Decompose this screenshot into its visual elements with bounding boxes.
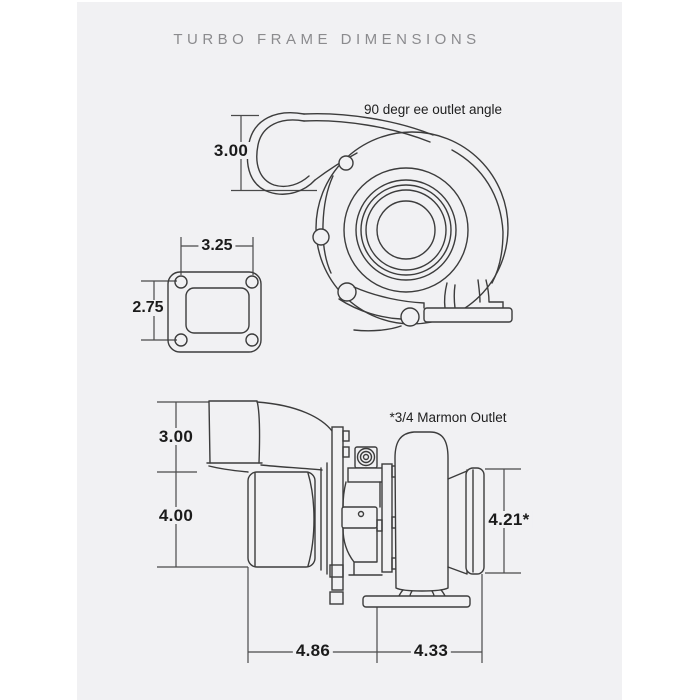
outlet-elbow-outer bbox=[246, 112, 316, 195]
dim-lengths-lines bbox=[247, 567, 483, 663]
marmon-flange bbox=[465, 467, 485, 575]
turbine-inlet-plate bbox=[381, 463, 393, 573]
turbine-housing bbox=[394, 431, 449, 592]
dim-heights-lines bbox=[157, 401, 248, 568]
dim-turbine-length: 4.33 bbox=[410, 642, 452, 659]
bolt-boss bbox=[337, 282, 357, 302]
inlet-pipe bbox=[208, 400, 261, 464]
dim-inlet-height: 3.00 bbox=[155, 428, 197, 445]
dim-bolt-height: 2.75 bbox=[129, 300, 167, 316]
volute-edge bbox=[451, 149, 504, 284]
outlet-elbow-inner bbox=[256, 119, 310, 188]
profile-view-drawing bbox=[206, 400, 485, 608]
mounting-flange-plate bbox=[423, 307, 513, 323]
flange-bolt-hole bbox=[174, 275, 188, 289]
flange-bolt-hole bbox=[245, 275, 259, 289]
dim-bolt-width: 3.25 bbox=[198, 238, 236, 254]
dim-outlet-height: 3.00 bbox=[210, 142, 252, 159]
dimension-lines bbox=[141, 114, 521, 663]
flange-bolt-hole bbox=[174, 333, 188, 347]
top-view-drawing bbox=[246, 112, 513, 332]
clamp-bolt bbox=[400, 307, 420, 327]
bolt-boss bbox=[312, 228, 330, 246]
flange-bolt-hole bbox=[245, 333, 259, 347]
compressor-cover bbox=[247, 471, 316, 568]
dim-outlet-flange: 4.21* bbox=[485, 511, 533, 528]
outlet-angle-note: 90 degr ee outlet angle bbox=[363, 102, 503, 117]
page-title: TURBO FRAME DIMENSIONS bbox=[173, 31, 481, 48]
outlet-cone bbox=[447, 469, 468, 575]
diagram-panel bbox=[77, 2, 622, 700]
flange-port bbox=[185, 287, 250, 334]
dim-compressor-height: 4.00 bbox=[155, 507, 197, 524]
diffuser-plate bbox=[320, 462, 328, 575]
turbine-foot-flange bbox=[362, 595, 471, 608]
flange-outline bbox=[167, 271, 262, 353]
elbow-sweep bbox=[256, 401, 333, 432]
inlet-rings bbox=[343, 167, 469, 293]
bolt-boss bbox=[338, 155, 354, 171]
marmon-outlet-note: *3/4 Marmon Outlet bbox=[389, 410, 507, 425]
dim-compressor-length: 4.86 bbox=[292, 642, 334, 659]
bearing-housing bbox=[342, 481, 381, 508]
t4-flange-drawing bbox=[167, 271, 262, 353]
